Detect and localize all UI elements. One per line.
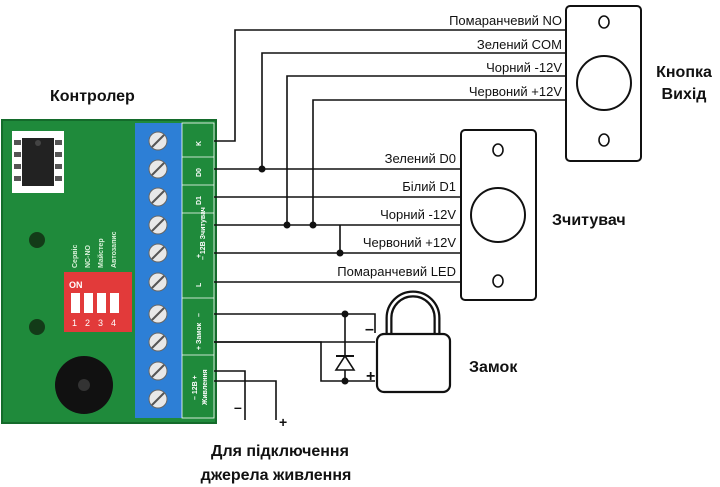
wires (214, 29, 566, 420)
wire-power-minus (214, 370, 246, 420)
lock-title: Замок (469, 359, 518, 376)
mounting-hole (29, 319, 45, 335)
terminal-label: – (196, 313, 203, 317)
power-title-line1: Для підключення (211, 443, 349, 460)
wire-lock-minus (214, 313, 376, 333)
wire-button-no (214, 29, 566, 142)
exit-button-device (565, 5, 642, 162)
dip-switch: ON 1 2 3 4 (64, 272, 132, 332)
dip-number: 3 (98, 318, 103, 328)
dip-mode-label: Сервіс (71, 245, 79, 268)
wire-button-com (261, 52, 566, 169)
terminal-label: L (196, 282, 203, 287)
dip-mode-label: NC-NO (85, 245, 92, 268)
mounting-hole (29, 232, 45, 248)
controller-board: Контролер ON (1, 88, 217, 424)
wire-button-minus12 (286, 75, 566, 225)
terminal-screws (148, 131, 168, 409)
wire-lock-plus-b (214, 341, 375, 382)
dip-mode-label: Автозапис (111, 231, 118, 268)
dip-number: 1 (72, 318, 77, 328)
power-plus: + (279, 414, 287, 430)
button-wire-label: Помаранчевий NO (449, 13, 562, 28)
buzzer (55, 356, 113, 414)
reader-title: Зчитувач (552, 212, 626, 229)
terminal-label: Живлення (202, 369, 209, 406)
terminal-label: + Замок (196, 322, 203, 350)
terminal-label: + (196, 254, 203, 258)
terminal-label: – 12В Зчитувач (200, 207, 207, 260)
button-wire-label: Чорний -12V (486, 60, 562, 75)
terminal-label: D1 (196, 196, 203, 205)
terminal-label-strip (181, 122, 215, 419)
terminal-label: K (196, 141, 203, 146)
lock-plus: + (366, 368, 375, 385)
reader-wire-label: Білий D1 (402, 179, 456, 194)
button-title: Кнопка (656, 64, 712, 81)
reader-wire-label: Помаранчевий LED (337, 264, 456, 279)
reader-wire-label: Зелений D0 (385, 151, 456, 166)
ic-chip (12, 131, 64, 193)
junction-dots (258, 165, 349, 385)
dip-mode-label: Майстер (97, 238, 105, 268)
lock-minus: – (365, 321, 374, 338)
wire-power-plus (214, 380, 277, 420)
reader-wire-label: Чорний -12V (380, 207, 456, 222)
button-wire-label: Червоний +12V (469, 84, 562, 99)
padlock-icon (375, 290, 452, 394)
dip-on-label: ON (69, 280, 83, 290)
reader-wire-label: Червоний +12V (363, 235, 456, 250)
button-title-line2: Вихід (662, 86, 707, 103)
power-minus: – (234, 399, 242, 415)
power-title-line2: джерела живлення (201, 467, 352, 484)
dip-number: 2 (85, 318, 90, 328)
terminal-label: – 12В + (192, 375, 199, 400)
button-wire-label: Зелений COM (477, 37, 562, 52)
reader-device (460, 129, 537, 301)
wire-button-plus12-up (312, 99, 566, 225)
terminal-label: D0 (196, 168, 203, 177)
dip-number: 4 (111, 318, 116, 328)
diode-symbol (334, 354, 356, 371)
controller-title: Контролер (50, 88, 135, 105)
